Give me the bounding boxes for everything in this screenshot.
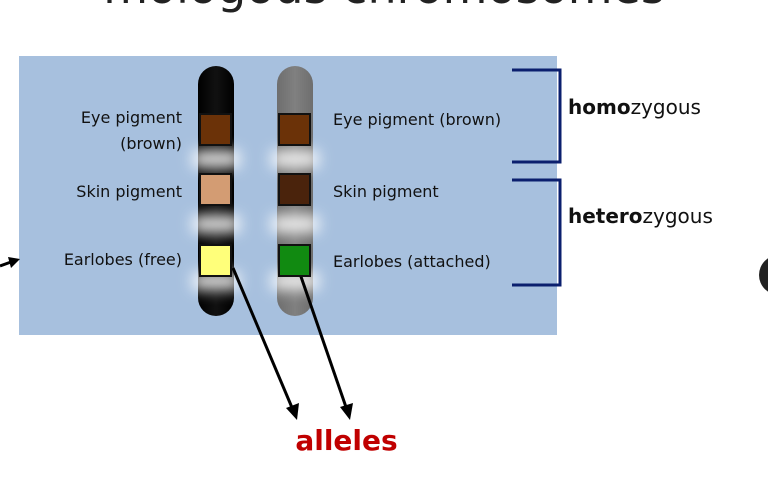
label-skin-left: Skin pigment [76,182,182,201]
homozygous-label: homozygous [568,95,701,119]
label-eye-left-line1: Eye pigment [80,108,182,127]
label-eye-right: Eye pigment (brown) [333,110,502,129]
label-earlobes-left: Earlobes (free) [63,250,182,269]
left-arrow [0,257,20,268]
gene-skin-left [199,173,232,206]
label-skin-right: Skin pigment [333,182,439,201]
gene-skin-right [278,173,311,206]
heterozygous-bold: hetero [568,204,643,228]
homozygous-bold: homo [568,95,631,119]
homozygous-bracket [512,68,562,164]
label-earlobes-right: Earlobes (attached) [333,252,491,271]
gene-earlobe-right [278,244,311,277]
heterozygous-bracket [512,178,562,287]
label-eye-left: Eye pigment (brown) [40,108,182,153]
slide-title: mologous chromosomes [0,0,768,14]
heterozygous-label: heterozygous [568,204,713,228]
gene-eye-left [199,113,232,146]
allele-arrow-left [231,267,299,420]
homozygous-rest: zygous [630,95,701,119]
gene-eye-right [278,113,311,146]
chromosome-glow [192,150,319,290]
gene-earlobe-left [199,244,232,277]
edge-shape [759,255,768,295]
heterozygous-rest: zygous [642,204,713,228]
label-eye-left-line2: (brown) [120,134,182,153]
allele-arrow-right [296,267,353,420]
alleles-label: alleles [295,424,398,457]
